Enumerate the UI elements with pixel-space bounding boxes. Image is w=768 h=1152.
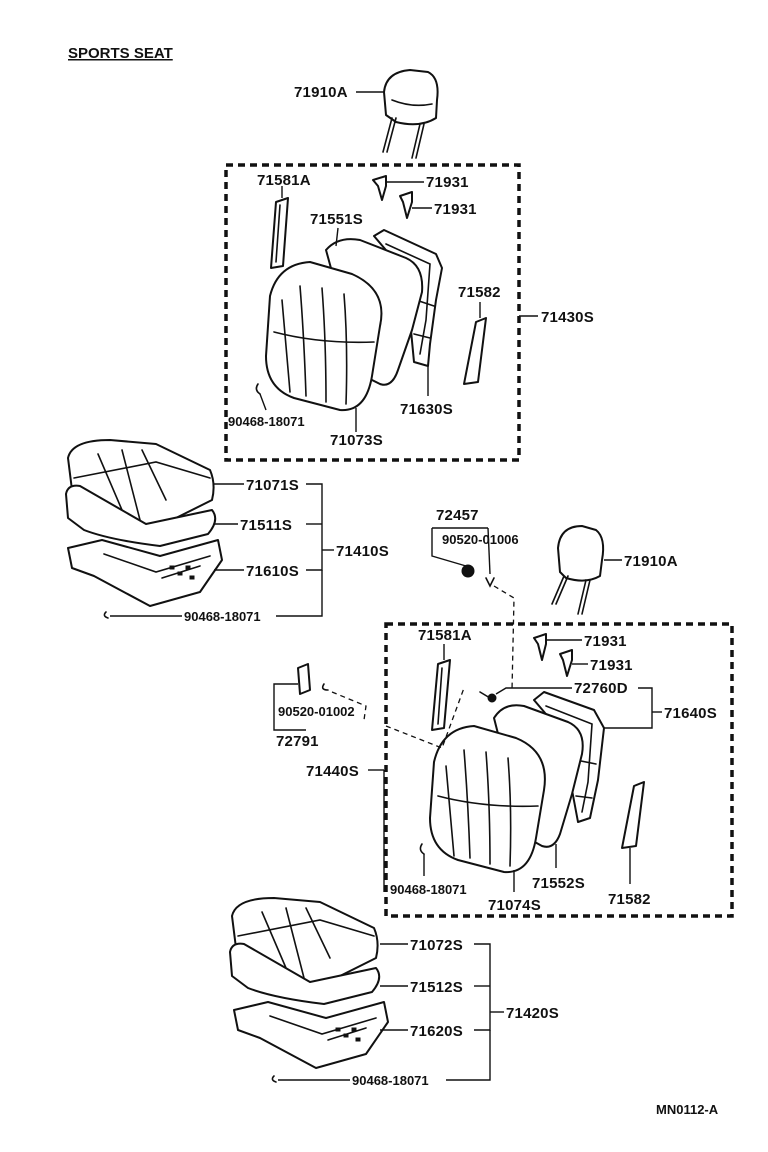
label-71581A-bottom: 71581A — [418, 627, 472, 644]
label-71931-a: 71931 — [426, 174, 469, 191]
label-90468-left: 90468-18071 — [184, 609, 261, 624]
label-71552S: 71552S — [532, 875, 585, 892]
knob-72791 — [297, 663, 311, 695]
label-71640S: 71640S — [664, 705, 717, 722]
label-71931-c: 71931 — [584, 633, 627, 650]
label-71074S: 71074S — [488, 897, 541, 914]
clip-71931-d — [559, 649, 573, 677]
group-box-71430S — [224, 163, 521, 462]
seatback-cover-71074S — [429, 725, 546, 874]
clip-71931-b — [399, 191, 413, 219]
label-71511S: 71511S — [240, 517, 292, 534]
label-71582-top: 71582 — [458, 284, 501, 301]
label-90468-mid: 90468-18071 — [390, 882, 467, 897]
seat-cushion-frame-71610S — [67, 539, 223, 607]
group-box-71440S — [384, 622, 734, 918]
seat-cushion-pad-71512S — [229, 942, 381, 1005]
label-71910A-top: 71910A — [294, 84, 348, 101]
label-72791: 72791 — [276, 733, 319, 750]
label-71931-d: 71931 — [590, 657, 633, 674]
diagram-title: SPORTS SEAT — [68, 45, 173, 62]
side-strip-71581A-top — [270, 197, 289, 269]
clip-71931-a — [372, 175, 387, 201]
label-71551S: 71551S — [310, 211, 363, 228]
label-90468-top: 90468-18071 — [228, 414, 305, 429]
label-71630S: 71630S — [400, 401, 453, 418]
label-71072S: 71072S — [410, 937, 463, 954]
label-71620S: 71620S — [410, 1023, 463, 1040]
hog-ring-bottom — [271, 1075, 277, 1083]
clip-71931-c — [533, 633, 547, 661]
screw-90520-01002 — [321, 683, 329, 691]
hog-ring-mid — [419, 843, 425, 855]
hog-ring-left — [103, 611, 109, 619]
seat-cushion-frame-71620S — [233, 1001, 389, 1069]
side-strip-71582-top — [463, 317, 487, 385]
label-71073S: 71073S — [330, 432, 383, 449]
label-72760D: 72760D — [574, 680, 628, 697]
label-90468-bottom: 90468-18071 — [352, 1073, 429, 1088]
label-71610S: 71610S — [246, 563, 299, 580]
footer-code: MN0112-A — [656, 1102, 719, 1117]
side-strip-71581A-bottom — [431, 659, 451, 731]
hog-ring-top — [255, 383, 261, 395]
seatback-cover-71073S — [265, 261, 383, 412]
headrest-top — [382, 69, 439, 159]
label-71512S: 71512S — [410, 979, 463, 996]
label-71931-b: 71931 — [434, 201, 477, 218]
label-71910A-bottom: 71910A — [624, 553, 678, 570]
bolt-72760D — [479, 691, 497, 703]
label-71410S: 71410S — [336, 543, 389, 560]
headrest-bottom — [551, 525, 605, 615]
label-72457: 72457 — [436, 507, 479, 524]
label-71420S: 71420S — [506, 1005, 559, 1022]
label-71582-bottom: 71582 — [608, 891, 651, 908]
screw-90520-01006 — [485, 577, 495, 588]
label-71430S: 71430S — [541, 309, 594, 326]
side-strip-71582-bottom — [621, 781, 645, 849]
nut-72457 — [461, 564, 475, 578]
label-71071S: 71071S — [246, 477, 299, 494]
label-71440S: 71440S — [306, 763, 359, 780]
label-90520-01006: 90520-01006 — [442, 532, 519, 547]
label-71581A-top: 71581A — [257, 172, 311, 189]
label-90520-01002: 90520-01002 — [278, 704, 355, 719]
